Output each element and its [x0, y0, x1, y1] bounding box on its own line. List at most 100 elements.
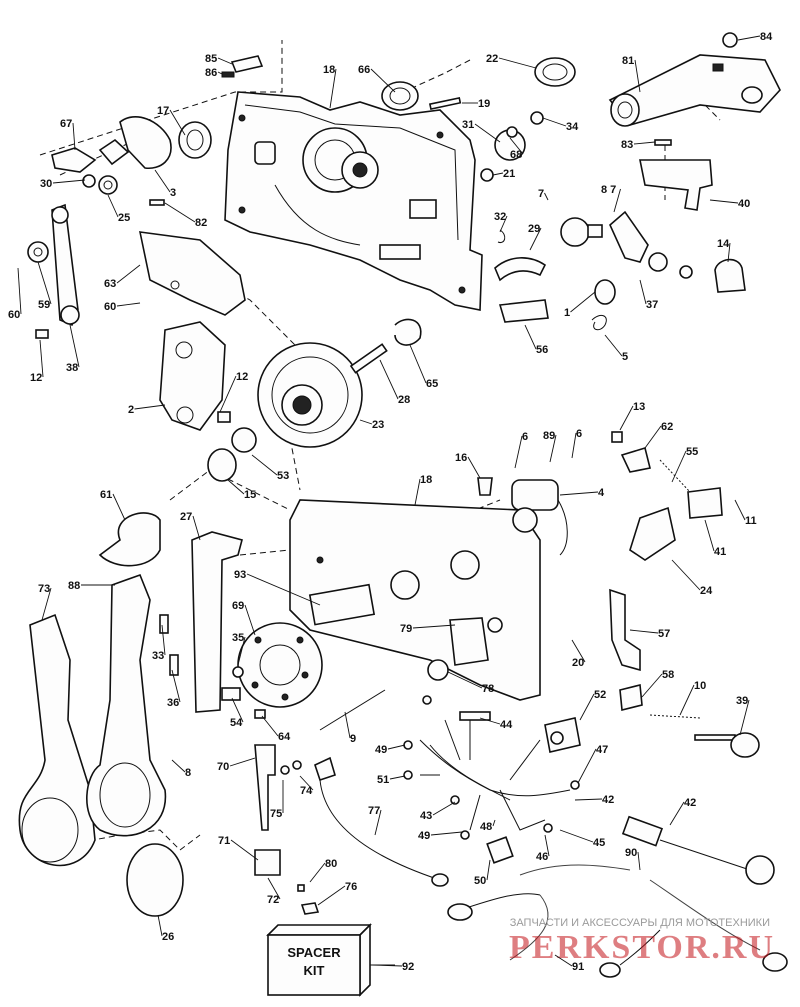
- callout-label: 32: [494, 211, 506, 223]
- middle-assembly: [159, 318, 422, 482]
- callout-leader: [509, 137, 524, 155]
- callout-label: 6: [522, 431, 528, 443]
- callout-leader: [737, 35, 761, 41]
- callout-leader: [639, 279, 647, 305]
- callout-label: 16: [455, 452, 467, 464]
- callout-leader: [574, 798, 603, 801]
- watermark-caption: ЗАПЧАСТИ И АКСЕССУАРЫ ДЛЯ МОТОТЕХНИКИ: [510, 917, 770, 929]
- callout-leader: [492, 819, 496, 827]
- callout-label: 85: [205, 53, 217, 65]
- callout-label: 42: [602, 794, 614, 806]
- callout-leader: [359, 419, 373, 425]
- callout-label: 31: [462, 119, 474, 131]
- callout-leader: [486, 859, 491, 881]
- callout-label: 39: [736, 695, 748, 707]
- small-parts-top: [51, 55, 576, 206]
- callout-label: 51: [377, 774, 389, 786]
- callout-label: 72: [267, 894, 279, 906]
- callout-label: 60: [8, 309, 20, 321]
- callout-leader: [570, 291, 596, 313]
- callout-leader: [299, 775, 314, 791]
- callout-label: 9: [350, 733, 356, 745]
- callout-label: 65: [426, 378, 438, 390]
- callout-leader: [634, 59, 641, 93]
- callout-leader: [544, 192, 549, 201]
- callout-label: 78: [482, 683, 494, 695]
- lower-middle-parts: [221, 622, 449, 915]
- callout-label: 66: [358, 64, 370, 76]
- callout-leader: [644, 425, 662, 449]
- callout-label: 8: [185, 767, 191, 779]
- callout-label: 38: [66, 362, 78, 374]
- callout-label: 89: [543, 430, 555, 442]
- callout-leader: [529, 227, 542, 251]
- callout-leader: [514, 435, 523, 469]
- callout-label: 92: [402, 961, 414, 973]
- callout-leader: [171, 759, 186, 773]
- callout-label: 19: [478, 98, 490, 110]
- callout-leader: [542, 117, 567, 127]
- callout-leader: [414, 478, 421, 506]
- callout-leader: [734, 499, 746, 521]
- callout-label: 80: [325, 858, 337, 870]
- callout-label: 50: [474, 875, 486, 887]
- callout-leader: [559, 829, 594, 843]
- callout-leader: [134, 404, 166, 410]
- callout-label: 41: [714, 546, 726, 558]
- callout-label: 63: [104, 278, 116, 290]
- callout-label: 76: [345, 881, 357, 893]
- callout-leader: [571, 432, 577, 459]
- control-housing-front: [289, 499, 541, 701]
- callout-leader: [237, 636, 246, 666]
- callout-leader: [579, 693, 595, 721]
- callout-label: 61: [100, 489, 112, 501]
- callout-leader: [17, 267, 22, 315]
- control-handles: [18, 512, 243, 917]
- callout-leader: [389, 775, 406, 780]
- callout-leader: [116, 302, 141, 307]
- callout-leader: [164, 202, 196, 223]
- callout-leader: [192, 515, 201, 541]
- callout-label: 20: [572, 657, 584, 669]
- callout-label: 21: [503, 168, 515, 180]
- callout-label: 86: [205, 67, 217, 79]
- callout-label: 36: [167, 697, 179, 709]
- callout-label: 49: [418, 830, 430, 842]
- callout-label: 11: [745, 515, 757, 527]
- callout-label: 6: [576, 428, 582, 440]
- callout-leader: [72, 122, 76, 151]
- callout-label: 42: [684, 797, 696, 809]
- callout-leader: [69, 324, 80, 368]
- callout-leader: [52, 179, 86, 184]
- callout-leader: [549, 434, 557, 463]
- callout-label: 73: [38, 583, 50, 595]
- callout-leader: [387, 744, 406, 750]
- callout-label: 44: [500, 719, 513, 731]
- callout-leader: [217, 71, 223, 75]
- callout-label: 84: [760, 31, 773, 43]
- callout-leader: [41, 587, 52, 621]
- callout-label: 18: [323, 64, 335, 76]
- callout-leader: [231, 697, 244, 723]
- callout-leader: [371, 964, 403, 967]
- callout-leader: [479, 717, 501, 725]
- callout-label: 12: [236, 371, 248, 383]
- callout-label: 5: [622, 351, 628, 363]
- callout-label: 69: [232, 600, 244, 612]
- callout-label: 77: [368, 805, 380, 817]
- callout-label: 27: [180, 511, 192, 523]
- control-housing-rear: [224, 91, 483, 311]
- callout-leader: [171, 669, 181, 703]
- callout-leader: [559, 491, 599, 496]
- callout-leader: [669, 801, 685, 826]
- callout-label: 49: [375, 744, 387, 756]
- callout-label: 71: [218, 835, 230, 847]
- callout-leader: [492, 172, 504, 176]
- callout-label: 24: [700, 585, 713, 597]
- callout-label: 79: [400, 623, 412, 635]
- callout-leader: [379, 359, 399, 400]
- callout-label: 59: [38, 299, 50, 311]
- callout-label: 82: [195, 217, 207, 229]
- callout-leader: [619, 405, 634, 431]
